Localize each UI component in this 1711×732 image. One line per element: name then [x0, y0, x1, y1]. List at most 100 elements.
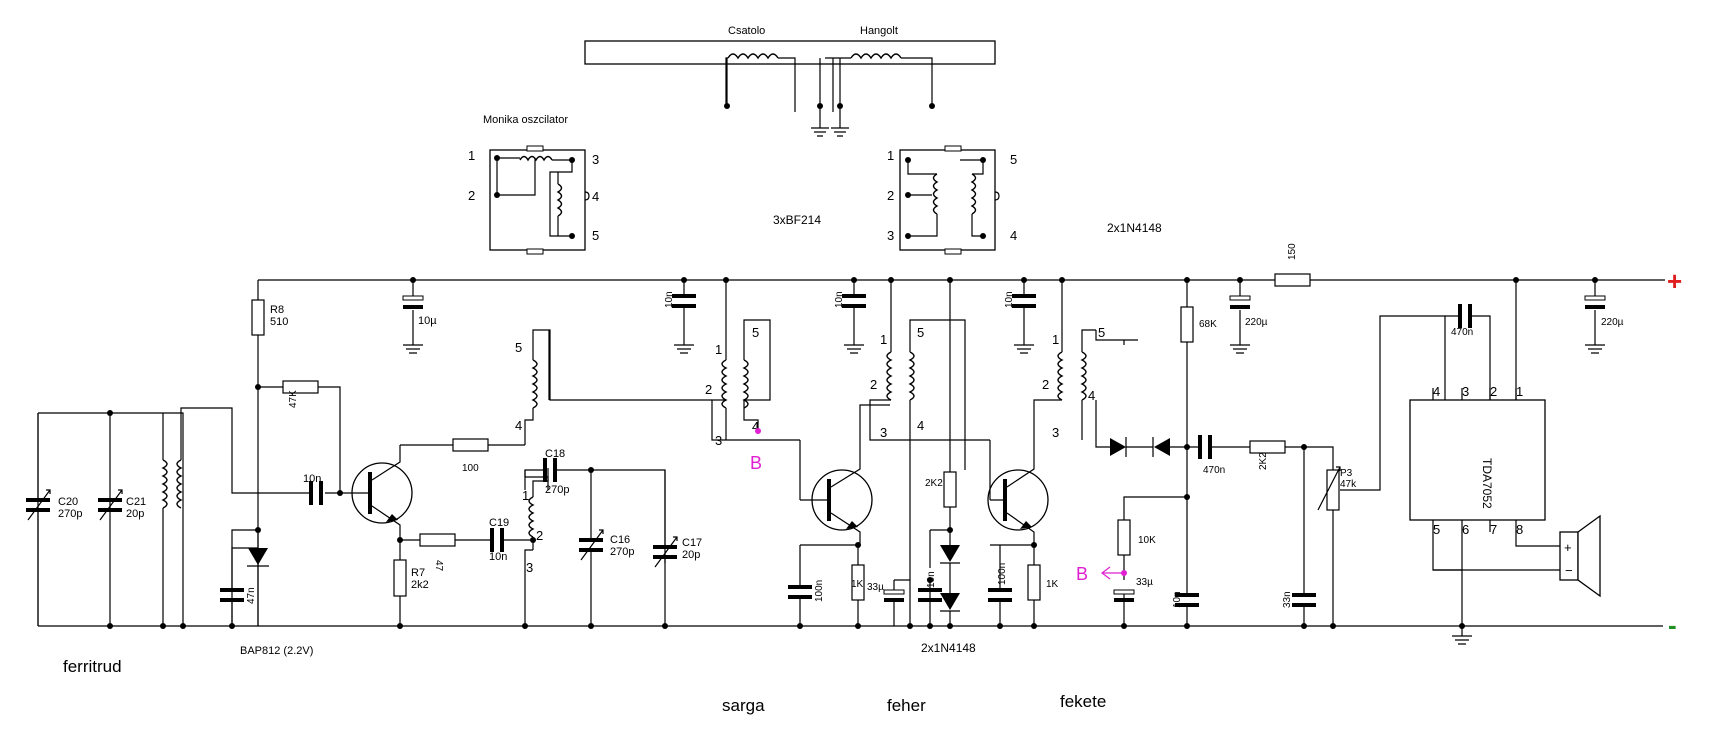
pin-label: 3	[526, 560, 533, 575]
sarga-label: sarga	[722, 696, 765, 715]
r100-value: 100	[462, 463, 479, 474]
feher-label: feher	[887, 696, 926, 715]
r10k-value: 10K	[1138, 535, 1156, 546]
if-stage-1: 10n 1 2 3 5 4 B sarga	[664, 277, 771, 715]
pin-label: 2	[536, 528, 543, 543]
bf214-label: 3xBF214	[773, 213, 821, 227]
pin-label: 2	[468, 188, 475, 203]
pin-label: 4	[515, 418, 522, 433]
c18-label: C18	[545, 448, 565, 460]
pin-label: 4	[752, 419, 759, 434]
pin-label: 4	[917, 418, 924, 433]
b-marker-1: B	[750, 453, 762, 473]
c16-value: 270p	[610, 546, 634, 558]
c10u-value: 10µ	[418, 315, 437, 327]
if-stage-3: 10n 1 2 3 5 4 470n 68K 10K B 33µ	[1004, 277, 1250, 711]
pin-label: 1	[887, 148, 894, 163]
c33n-value: 33n	[1282, 591, 1293, 608]
pin-label: 2	[870, 377, 877, 392]
pin-label: 5	[1098, 325, 1105, 340]
pin-label: 6	[1462, 522, 1469, 537]
c10n-d-value: 10n	[1004, 291, 1015, 308]
c21-label: C21	[126, 496, 146, 508]
c100n-b-value: 100n	[997, 563, 1008, 585]
c470n-a-value: 470n	[1203, 465, 1225, 476]
pin-label: 2	[1490, 384, 1497, 399]
minus-terminal: -	[1668, 610, 1677, 640]
pin-label: 2	[1042, 377, 1049, 392]
mixer-stage: R8 510 47K 47n BAP812 (2.2V) 10µ 10n	[220, 277, 712, 657]
c33u-a-value: 33µ	[867, 582, 884, 593]
r8-label: R8	[270, 304, 284, 316]
c100n-a-value: 100n	[814, 580, 825, 602]
pin-label: 1	[1052, 332, 1059, 347]
pin-label: 8	[1516, 522, 1523, 537]
pin-label: 4	[1088, 388, 1095, 403]
c10n-a-value: 10n	[303, 473, 321, 485]
r2k2-b-value: 2K2	[1258, 452, 1269, 470]
coil-assembly-top: Csatolo Hangolt	[584, 25, 996, 137]
n4148-label-top: 2x1N4148	[1107, 221, 1162, 235]
pin-label: 3	[1052, 425, 1059, 440]
ferritrud-label: ferritrud	[63, 657, 122, 676]
pin-label: 1	[522, 488, 529, 503]
rail-filter: 220µ 150 220µ	[1229, 243, 1624, 354]
c33u-b-value: 33µ	[1136, 577, 1153, 588]
r47-value: 47	[433, 560, 444, 572]
c16-label: C16	[610, 534, 630, 546]
c17-label: C17	[682, 537, 702, 549]
c220u-a-value: 220µ	[1245, 317, 1268, 328]
if-amplifier-2: 100n 1K	[987, 440, 1059, 629]
pin-label: 3	[887, 228, 894, 243]
pin-label: 2	[887, 188, 894, 203]
pin-label: 5	[752, 325, 759, 340]
r1k-a-value: 1K	[851, 579, 864, 590]
c19-label: C19	[489, 517, 509, 529]
monika-label: Monika oszcilator	[483, 114, 568, 126]
tda-label: TDA7052	[1480, 458, 1494, 509]
r2k2-value: 2K2	[925, 478, 943, 489]
c220u-b-value: 220µ	[1601, 317, 1624, 328]
monika-oscillator-coil: Monika oszcilator 1 2 3 4 5	[468, 114, 599, 255]
if-transformer-pinout: 1 2 3 5 4	[887, 145, 1017, 255]
pin-label: 3	[880, 425, 887, 440]
c20-label: C20	[58, 496, 78, 508]
pin-label: 7	[1490, 522, 1497, 537]
power-rails: + -	[38, 266, 1682, 640]
speaker-minus: −	[1565, 563, 1573, 578]
r150-value: 150	[1287, 243, 1298, 260]
audio-stage: 2K2 P3 47k 33n 470n TDA7052 4 3 2 1 5 6 …	[1249, 280, 1601, 645]
pin-label: 1	[715, 342, 722, 357]
r47k-value: 47K	[288, 390, 299, 408]
c17-value: 20p	[682, 549, 700, 561]
pin-label: 1	[880, 332, 887, 347]
pin-label: 2	[705, 382, 712, 397]
c47n-value: 47n	[246, 587, 257, 604]
pin-label: 3	[1462, 384, 1469, 399]
pin-label: 5	[917, 325, 924, 340]
pin-label: 3	[592, 152, 599, 167]
c10n-f-value: 10n	[1172, 591, 1183, 608]
pin-label: 4	[1010, 228, 1017, 243]
n4148-label-bottom: 2x1N4148	[921, 641, 976, 655]
r1k-b-value: 1K	[1046, 579, 1059, 590]
if-stage-2: 10n 1 2 3 5 4 2K2 10n 33µ 2x1N4148 feher	[834, 277, 990, 715]
pin-label: 4	[1433, 384, 1440, 399]
fekete-label: fekete	[1060, 692, 1106, 711]
c10n-b-value: 10n	[664, 291, 675, 308]
speaker-plus: +	[1564, 540, 1572, 555]
p3-value: 47k	[1340, 479, 1357, 490]
c470n-b-value: 470n	[1451, 327, 1473, 338]
r7-label: R7	[411, 567, 425, 579]
c19-value: 10n	[489, 551, 507, 563]
pin-label: 5	[515, 340, 522, 355]
pin-label: 5	[592, 228, 599, 243]
pin-label: 1	[468, 148, 475, 163]
r8-value: 510	[270, 316, 288, 328]
b-marker-2: B	[1076, 564, 1088, 584]
plus-terminal: +	[1667, 266, 1682, 296]
c20-value: 270p	[58, 508, 82, 520]
hangolt-label: Hangolt	[860, 25, 898, 37]
r7-value: 2k2	[411, 579, 429, 591]
